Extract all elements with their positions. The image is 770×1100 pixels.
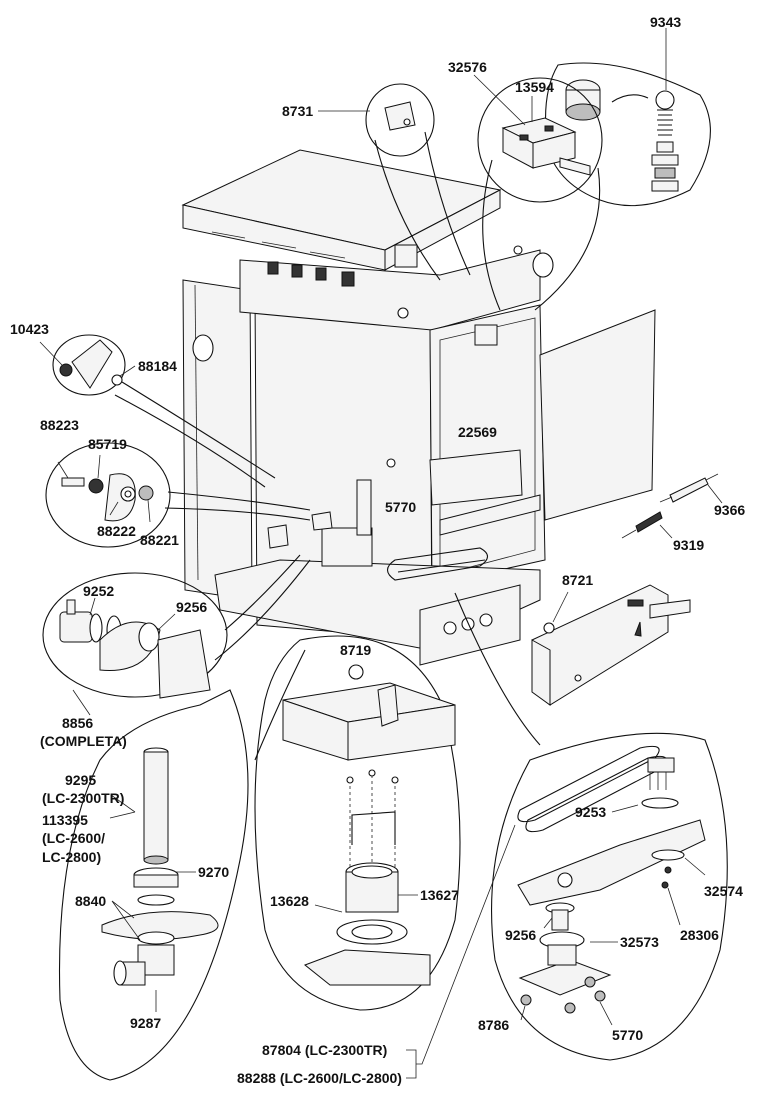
label-22569: 22569 bbox=[458, 424, 497, 440]
label-113395: 113395 bbox=[42, 812, 88, 828]
detail-bubble-heater bbox=[406, 732, 728, 1079]
label-9252: 9252 bbox=[83, 583, 114, 599]
label-9256-right: 9256 bbox=[505, 927, 536, 943]
label-88222: 88222 bbox=[97, 523, 136, 539]
label-9319: 9319 bbox=[673, 537, 704, 553]
label-9295-model: (LC-2300TR) bbox=[42, 790, 124, 806]
label-13594: 13594 bbox=[515, 79, 554, 95]
label-9256-left: 9256 bbox=[176, 599, 207, 615]
label-5770-bottom: 5770 bbox=[612, 1027, 643, 1043]
detail-bubble-32576 bbox=[473, 74, 603, 311]
label-88184: 88184 bbox=[138, 358, 177, 374]
label-8719: 8719 bbox=[340, 642, 371, 658]
label-28306: 28306 bbox=[680, 927, 719, 943]
label-9295: 9295 bbox=[65, 772, 96, 788]
label-88288: 88288 (LC-2600/LC-2800) bbox=[237, 1070, 402, 1086]
label-8840: 8840 bbox=[75, 893, 106, 909]
label-85719: 85719 bbox=[88, 436, 127, 452]
label-9287: 9287 bbox=[130, 1015, 161, 1031]
detail-bubble-8719 bbox=[254, 635, 461, 1011]
label-10423: 10423 bbox=[10, 321, 49, 337]
label-88221: 88221 bbox=[140, 532, 179, 548]
label-9366: 9366 bbox=[714, 502, 745, 518]
detail-8721-panel bbox=[454, 584, 691, 746]
label-113395-model-a: (LC-2600/ bbox=[42, 830, 105, 846]
label-13628: 13628 bbox=[270, 893, 309, 909]
detail-bubble-8856 bbox=[42, 554, 311, 716]
label-9270: 9270 bbox=[198, 864, 229, 880]
detail-9366-9319 bbox=[621, 473, 723, 539]
label-113395-model-b: LC-2800) bbox=[42, 849, 101, 865]
detail-bubble-88223 bbox=[45, 442, 311, 548]
label-88223: 88223 bbox=[40, 417, 79, 433]
detail-bubble-8731 bbox=[318, 83, 471, 281]
label-32573: 32573 bbox=[620, 934, 659, 950]
detail-bubble-9343 bbox=[544, 28, 711, 207]
label-9343: 9343 bbox=[650, 14, 681, 30]
detail-bubble-9295 bbox=[58, 689, 249, 1081]
part-number-labels: 9343 32576 13594 8731 10423 88184 88223 … bbox=[10, 14, 745, 1086]
label-8856: 8856 bbox=[62, 715, 93, 731]
detail-bubble-10423 bbox=[39, 334, 276, 488]
label-8731: 8731 bbox=[282, 103, 313, 119]
label-87804: 87804 (LC-2300TR) bbox=[262, 1042, 387, 1058]
dishwasher-cabinet bbox=[181, 149, 656, 666]
label-8856-completa: (COMPLETA) bbox=[40, 733, 127, 749]
label-32576: 32576 bbox=[448, 59, 487, 75]
label-8721: 8721 bbox=[562, 572, 593, 588]
label-8786: 8786 bbox=[478, 1017, 509, 1033]
label-9253: 9253 bbox=[575, 804, 606, 820]
label-32574: 32574 bbox=[704, 883, 743, 899]
label-13627: 13627 bbox=[420, 887, 459, 903]
label-5770-top: 5770 bbox=[385, 499, 416, 515]
